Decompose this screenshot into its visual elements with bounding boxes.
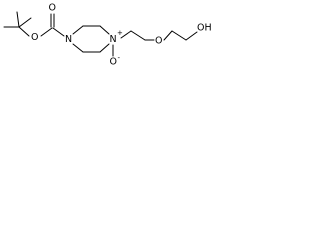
o-minus-charge: -	[118, 54, 121, 62]
atom-ring-nitrogen-left: N	[65, 34, 72, 45]
atom-carbonyl-oxygen: O	[49, 3, 56, 14]
bond-c4-to-hydroxyl	[185, 31, 198, 41]
bond-c1-c2	[130, 30, 146, 41]
bond-c3-c4	[171, 30, 187, 41]
atom-ester-oxygen: O	[31, 32, 38, 43]
bond-carbonyl-c-to-n	[52, 27, 65, 37]
atom-ether-oxygen: O	[155, 36, 162, 47]
bond-ring-c3-n4	[99, 25, 110, 35]
n-plus-charge: +	[117, 29, 123, 37]
bond-ring-n4-c5	[99, 43, 110, 53]
bond-ring-c6-n1	[72, 43, 84, 53]
hydroxyethoxyethyl-chain	[120, 30, 198, 41]
bond-n-to-c1	[120, 30, 132, 39]
bond-ring-n1-c2	[72, 25, 84, 35]
carbamate-group	[40, 13, 65, 37]
tert-butyl-group	[3, 11, 32, 37]
bond-ester-o-to-carbonyl-c	[40, 27, 53, 37]
atom-ring-nitrogen-right: N	[110, 34, 117, 45]
bond-ether-o-to-c3	[163, 30, 173, 41]
atom-n-oxide-oxygen: O	[110, 57, 117, 68]
chemical-structure: O O N N + O - O OH	[3, 3, 212, 68]
bond-tbu-methyl-right	[18, 17, 32, 28]
piperazine-ring	[72, 25, 110, 53]
bond-tbu-to-oxygen	[18, 26, 30, 37]
bond-tbu-methyl-top	[16, 11, 20, 28]
atom-hydroxyl: OH	[197, 23, 212, 34]
